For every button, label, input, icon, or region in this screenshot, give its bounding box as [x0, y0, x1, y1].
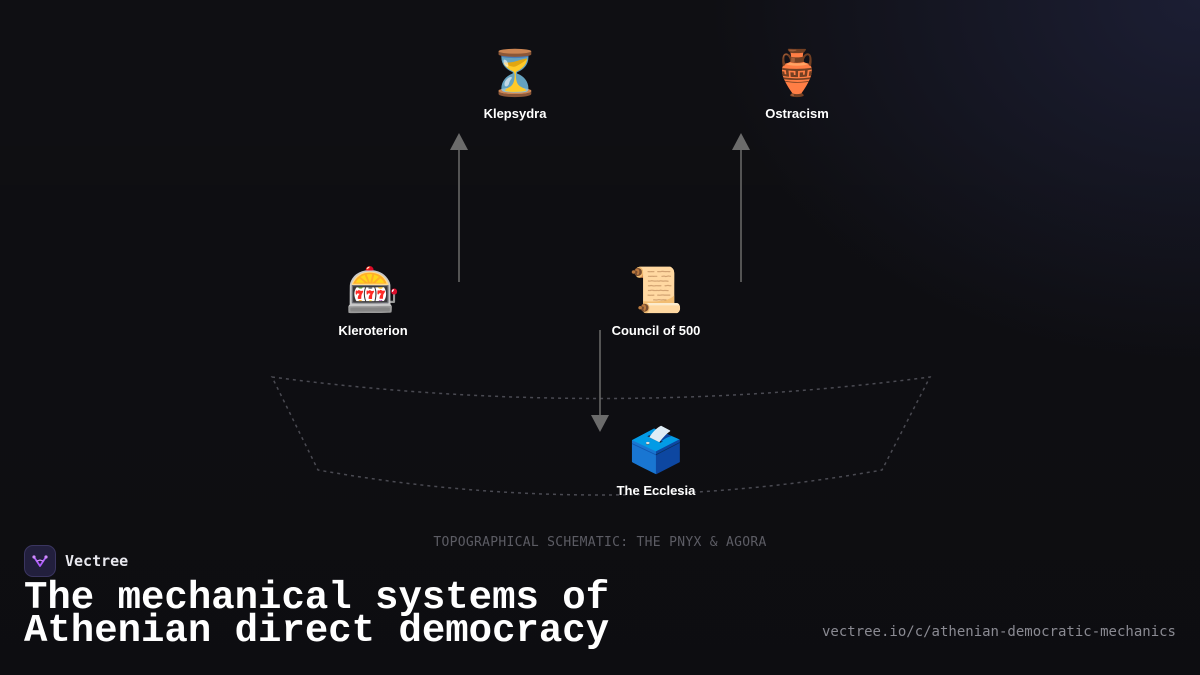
arrowhead-up [732, 133, 750, 150]
pnyx-outline [270, 376, 932, 496]
diagram-caption: TOPOGRAPHICAL SCHEMATIC: THE PNYX & AGOR… [433, 535, 767, 550]
node-klepsydra[interactable]: ⏳ Klepsydra [435, 48, 595, 121]
brand[interactable]: Vectree [24, 544, 128, 578]
edge-council-ostracism [732, 133, 750, 282]
edge-kleroterion-klepsydra [450, 133, 468, 282]
edge-council-ecclesia [591, 330, 609, 432]
source-url[interactable]: vectree.io/c/athenian-democratic-mechani… [821, 624, 1176, 640]
node-label: Ostracism [765, 106, 829, 121]
node-the-ecclesia[interactable]: 🗳️ The Ecclesia [576, 425, 736, 498]
page-title: The mechanical systems of Athenian direc… [24, 576, 610, 653]
arrowhead-up [450, 133, 468, 150]
node-kleroterion[interactable]: 🎰 Kleroterion [293, 265, 453, 338]
hourglass-icon: ⏳ [487, 48, 543, 99]
ballot-box-icon: 🗳️ [628, 425, 684, 476]
node-council-of-500[interactable]: 📜 Council of 500 [576, 265, 736, 338]
scroll-icon: 📜 [628, 265, 684, 316]
vectree-logo-icon [24, 545, 56, 577]
slot-machine-icon: 🎰 [345, 265, 401, 316]
amphora-icon: 🏺 [769, 48, 825, 99]
node-label: The Ecclesia [616, 483, 696, 498]
node-label: Klepsydra [483, 106, 547, 121]
node-label: Kleroterion [338, 323, 408, 338]
brand-name: Vectree [65, 552, 129, 570]
node-ostracism[interactable]: 🏺 Ostracism [717, 48, 877, 121]
arrowhead-down [591, 415, 609, 432]
node-label: Council of 500 [611, 323, 701, 338]
